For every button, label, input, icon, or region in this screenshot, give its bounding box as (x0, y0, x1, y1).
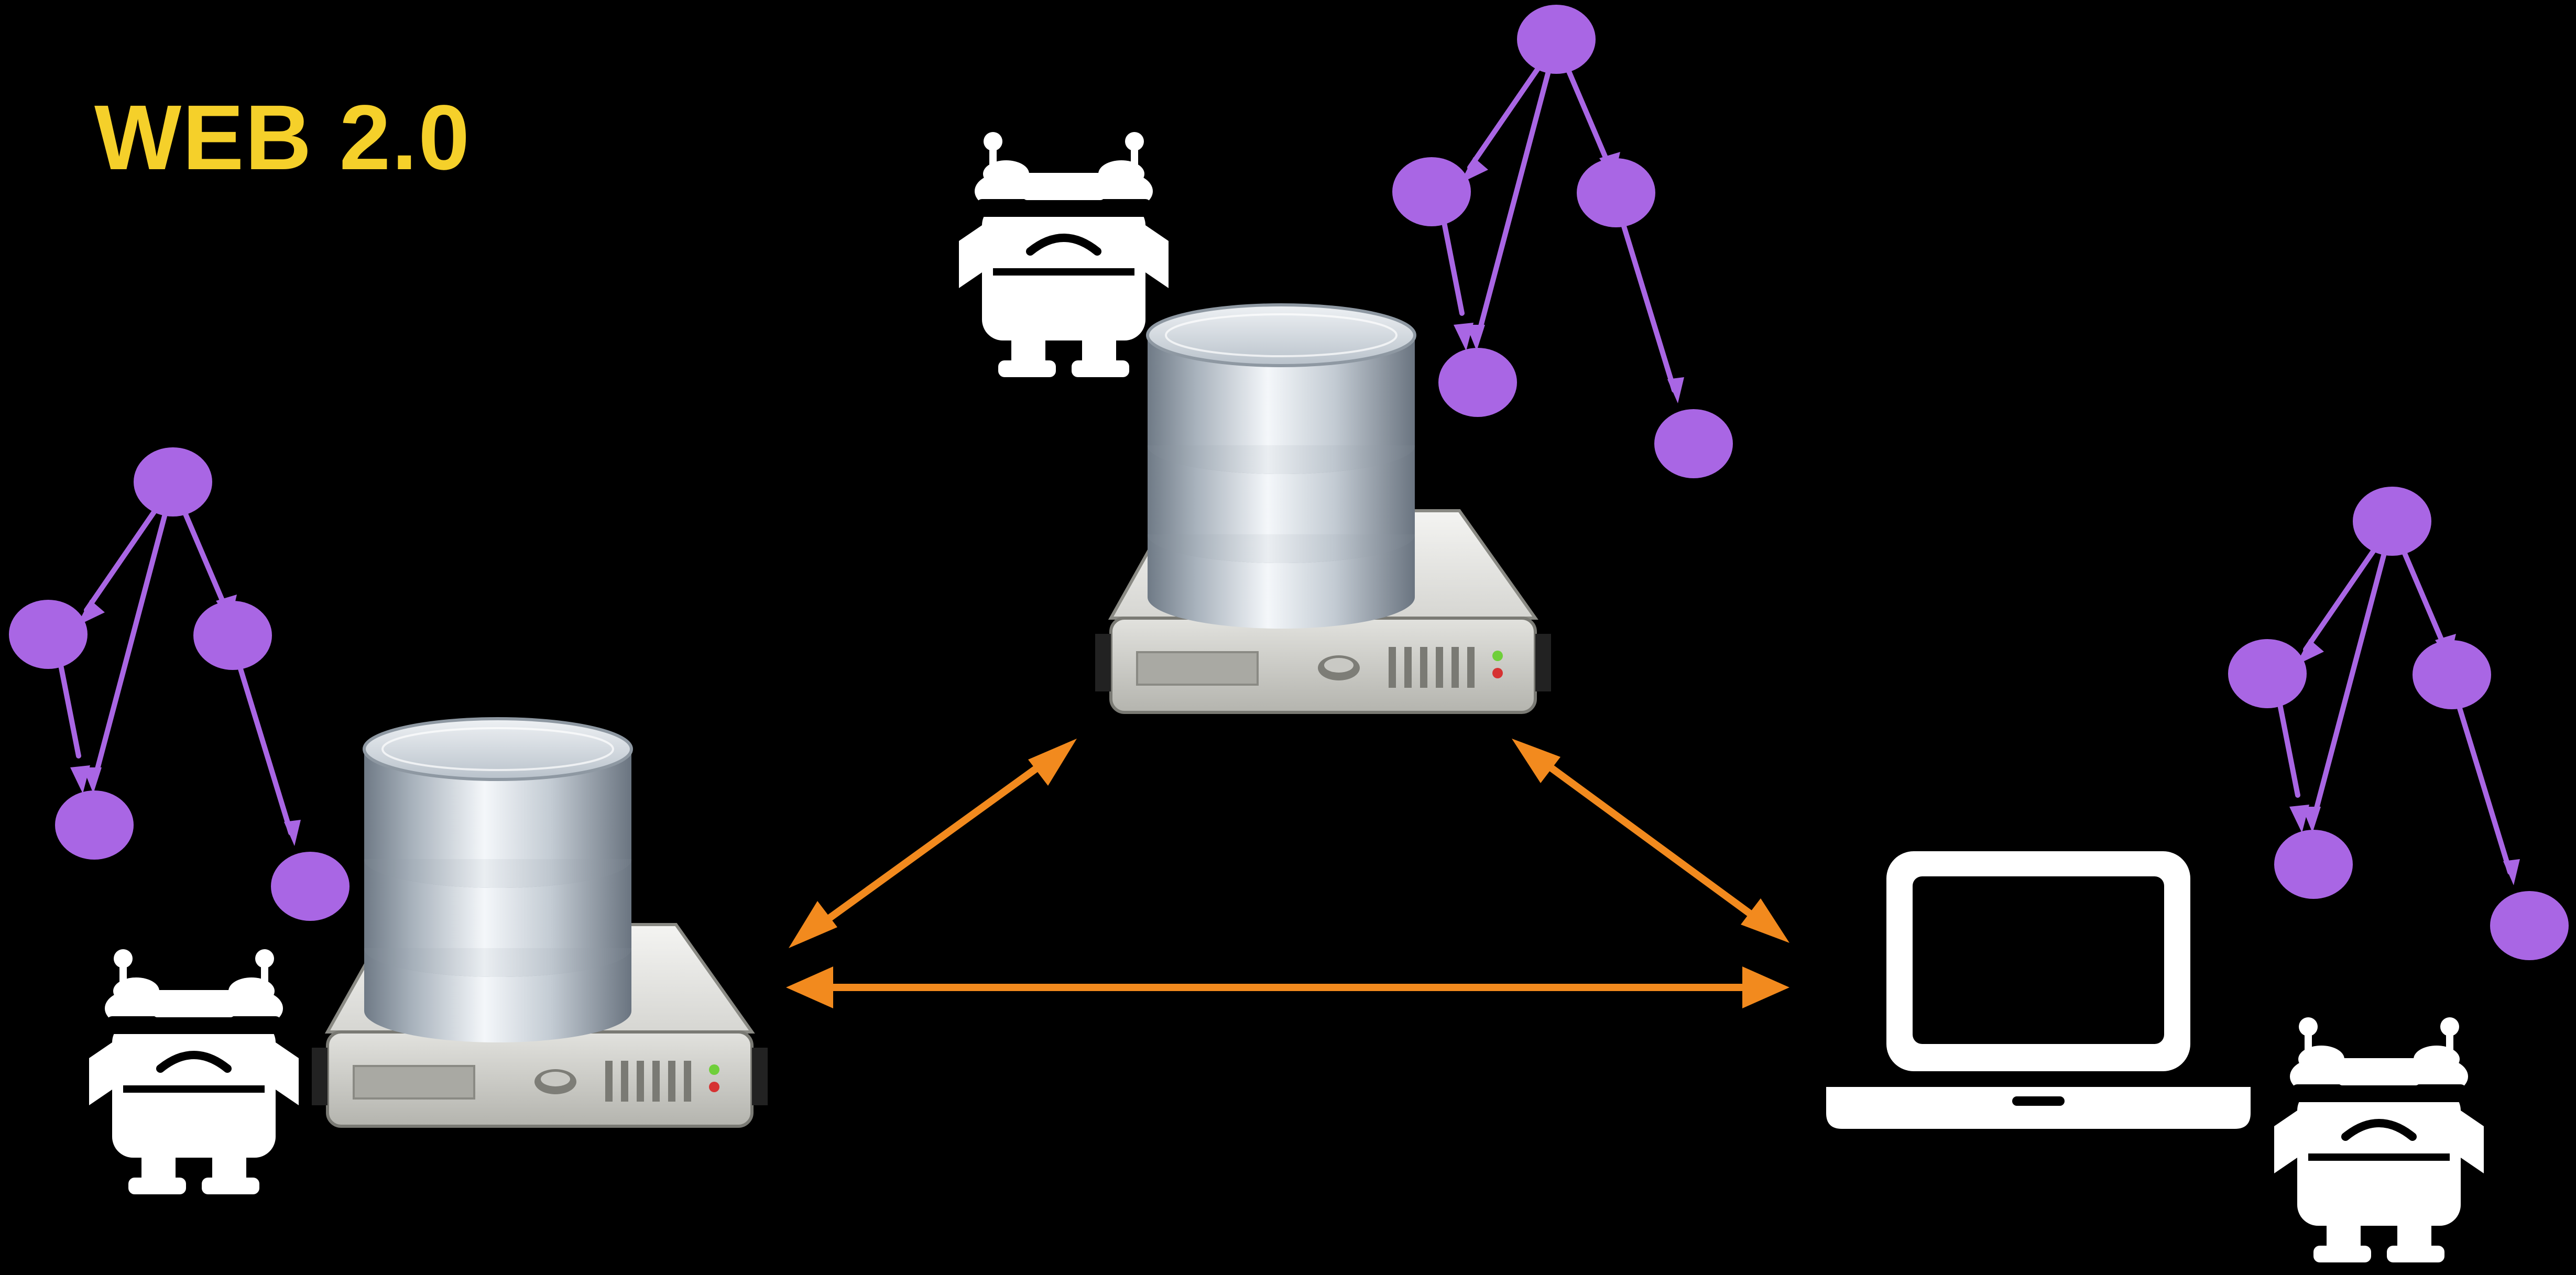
page-title: WEB 2.0 (94, 86, 471, 189)
connection-arrow (786, 966, 1789, 1008)
directed-graph-icon (1392, 5, 1733, 478)
laptop-icon (1826, 851, 2251, 1129)
directed-graph-icon (2228, 487, 2569, 960)
robot-icon (959, 132, 1169, 377)
database-server-icon (312, 719, 768, 1126)
connection-arrow (1512, 739, 1789, 943)
robot-icon (2274, 1017, 2484, 1262)
robot-icon (89, 949, 299, 1194)
connection-arrow (789, 739, 1077, 948)
directed-graph-icon (9, 447, 350, 921)
